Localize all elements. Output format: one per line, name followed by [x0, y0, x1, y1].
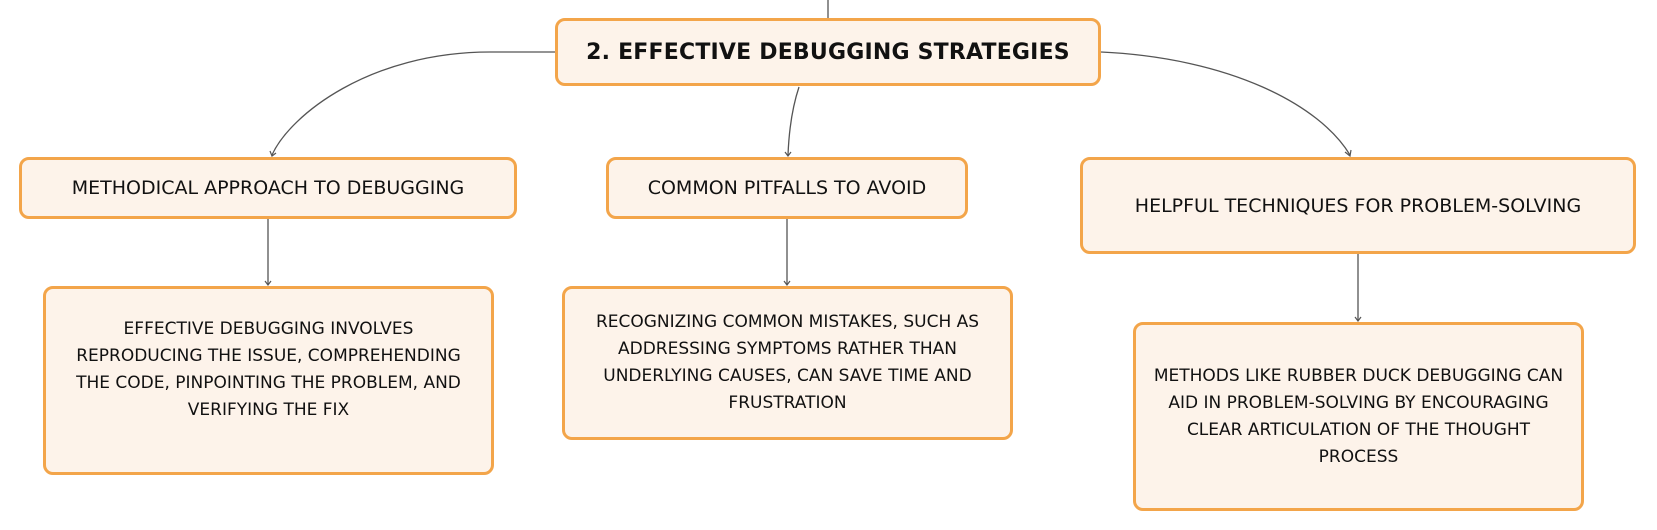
branch-node-methodical-approach[interactable]: METHODICAL APPROACH TO DEBUGGING — [19, 157, 517, 219]
detail-text: RECOGNIZING COMMON MISTAKES, SUCH AS ADD… — [595, 312, 980, 413]
arrow-tip-branch-3 — [1344, 149, 1352, 158]
branch-node-helpful-techniques[interactable]: HELPFUL TECHNIQUES FOR PROBLEM-SOLVING — [1080, 157, 1636, 254]
detail-text: EFFECTIVE DEBUGGING INVOLVES REPRODUCING… — [76, 318, 461, 420]
connector-root-to-branch-2 — [787, 86, 800, 156]
branch-label: COMMON PITFALLS TO AVOID — [647, 177, 927, 199]
branch-label: METHODICAL APPROACH TO DEBUGGING — [71, 177, 465, 199]
root-topic-label: 2. EFFECTIVE DEBUGGING STRATEGIES — [586, 39, 1070, 65]
detail-node-helpful-techniques[interactable]: METHODS LIKE RUBBER DUCK DEBUGGING CAN A… — [1133, 322, 1584, 511]
branch-label: HELPFUL TECHNIQUES FOR PROBLEM-SOLVING — [1134, 194, 1582, 217]
connector-root-to-branch-3 — [1100, 51, 1351, 156]
arrow-tip-branch-1 — [269, 150, 277, 157]
detail-node-common-pitfalls[interactable]: RECOGNIZING COMMON MISTAKES, SUCH AS ADD… — [562, 286, 1013, 440]
root-topic-node[interactable]: 2. EFFECTIVE DEBUGGING STRATEGIES — [555, 18, 1101, 86]
branch-node-common-pitfalls[interactable]: COMMON PITFALLS TO AVOID — [606, 157, 968, 219]
arrow-tip-branch-2 — [784, 151, 792, 157]
arrow-tip-detail-1 — [264, 280, 272, 286]
arrow-tip-detail-2 — [783, 280, 791, 286]
detail-node-methodical-approach[interactable]: EFFECTIVE DEBUGGING INVOLVES REPRODUCING… — [43, 286, 494, 475]
arrow-tip-detail-3 — [1354, 316, 1362, 322]
connector-root-to-branch-1 — [271, 51, 555, 156]
detail-text: METHODS LIKE RUBBER DUCK DEBUGGING CAN A… — [1153, 365, 1564, 467]
